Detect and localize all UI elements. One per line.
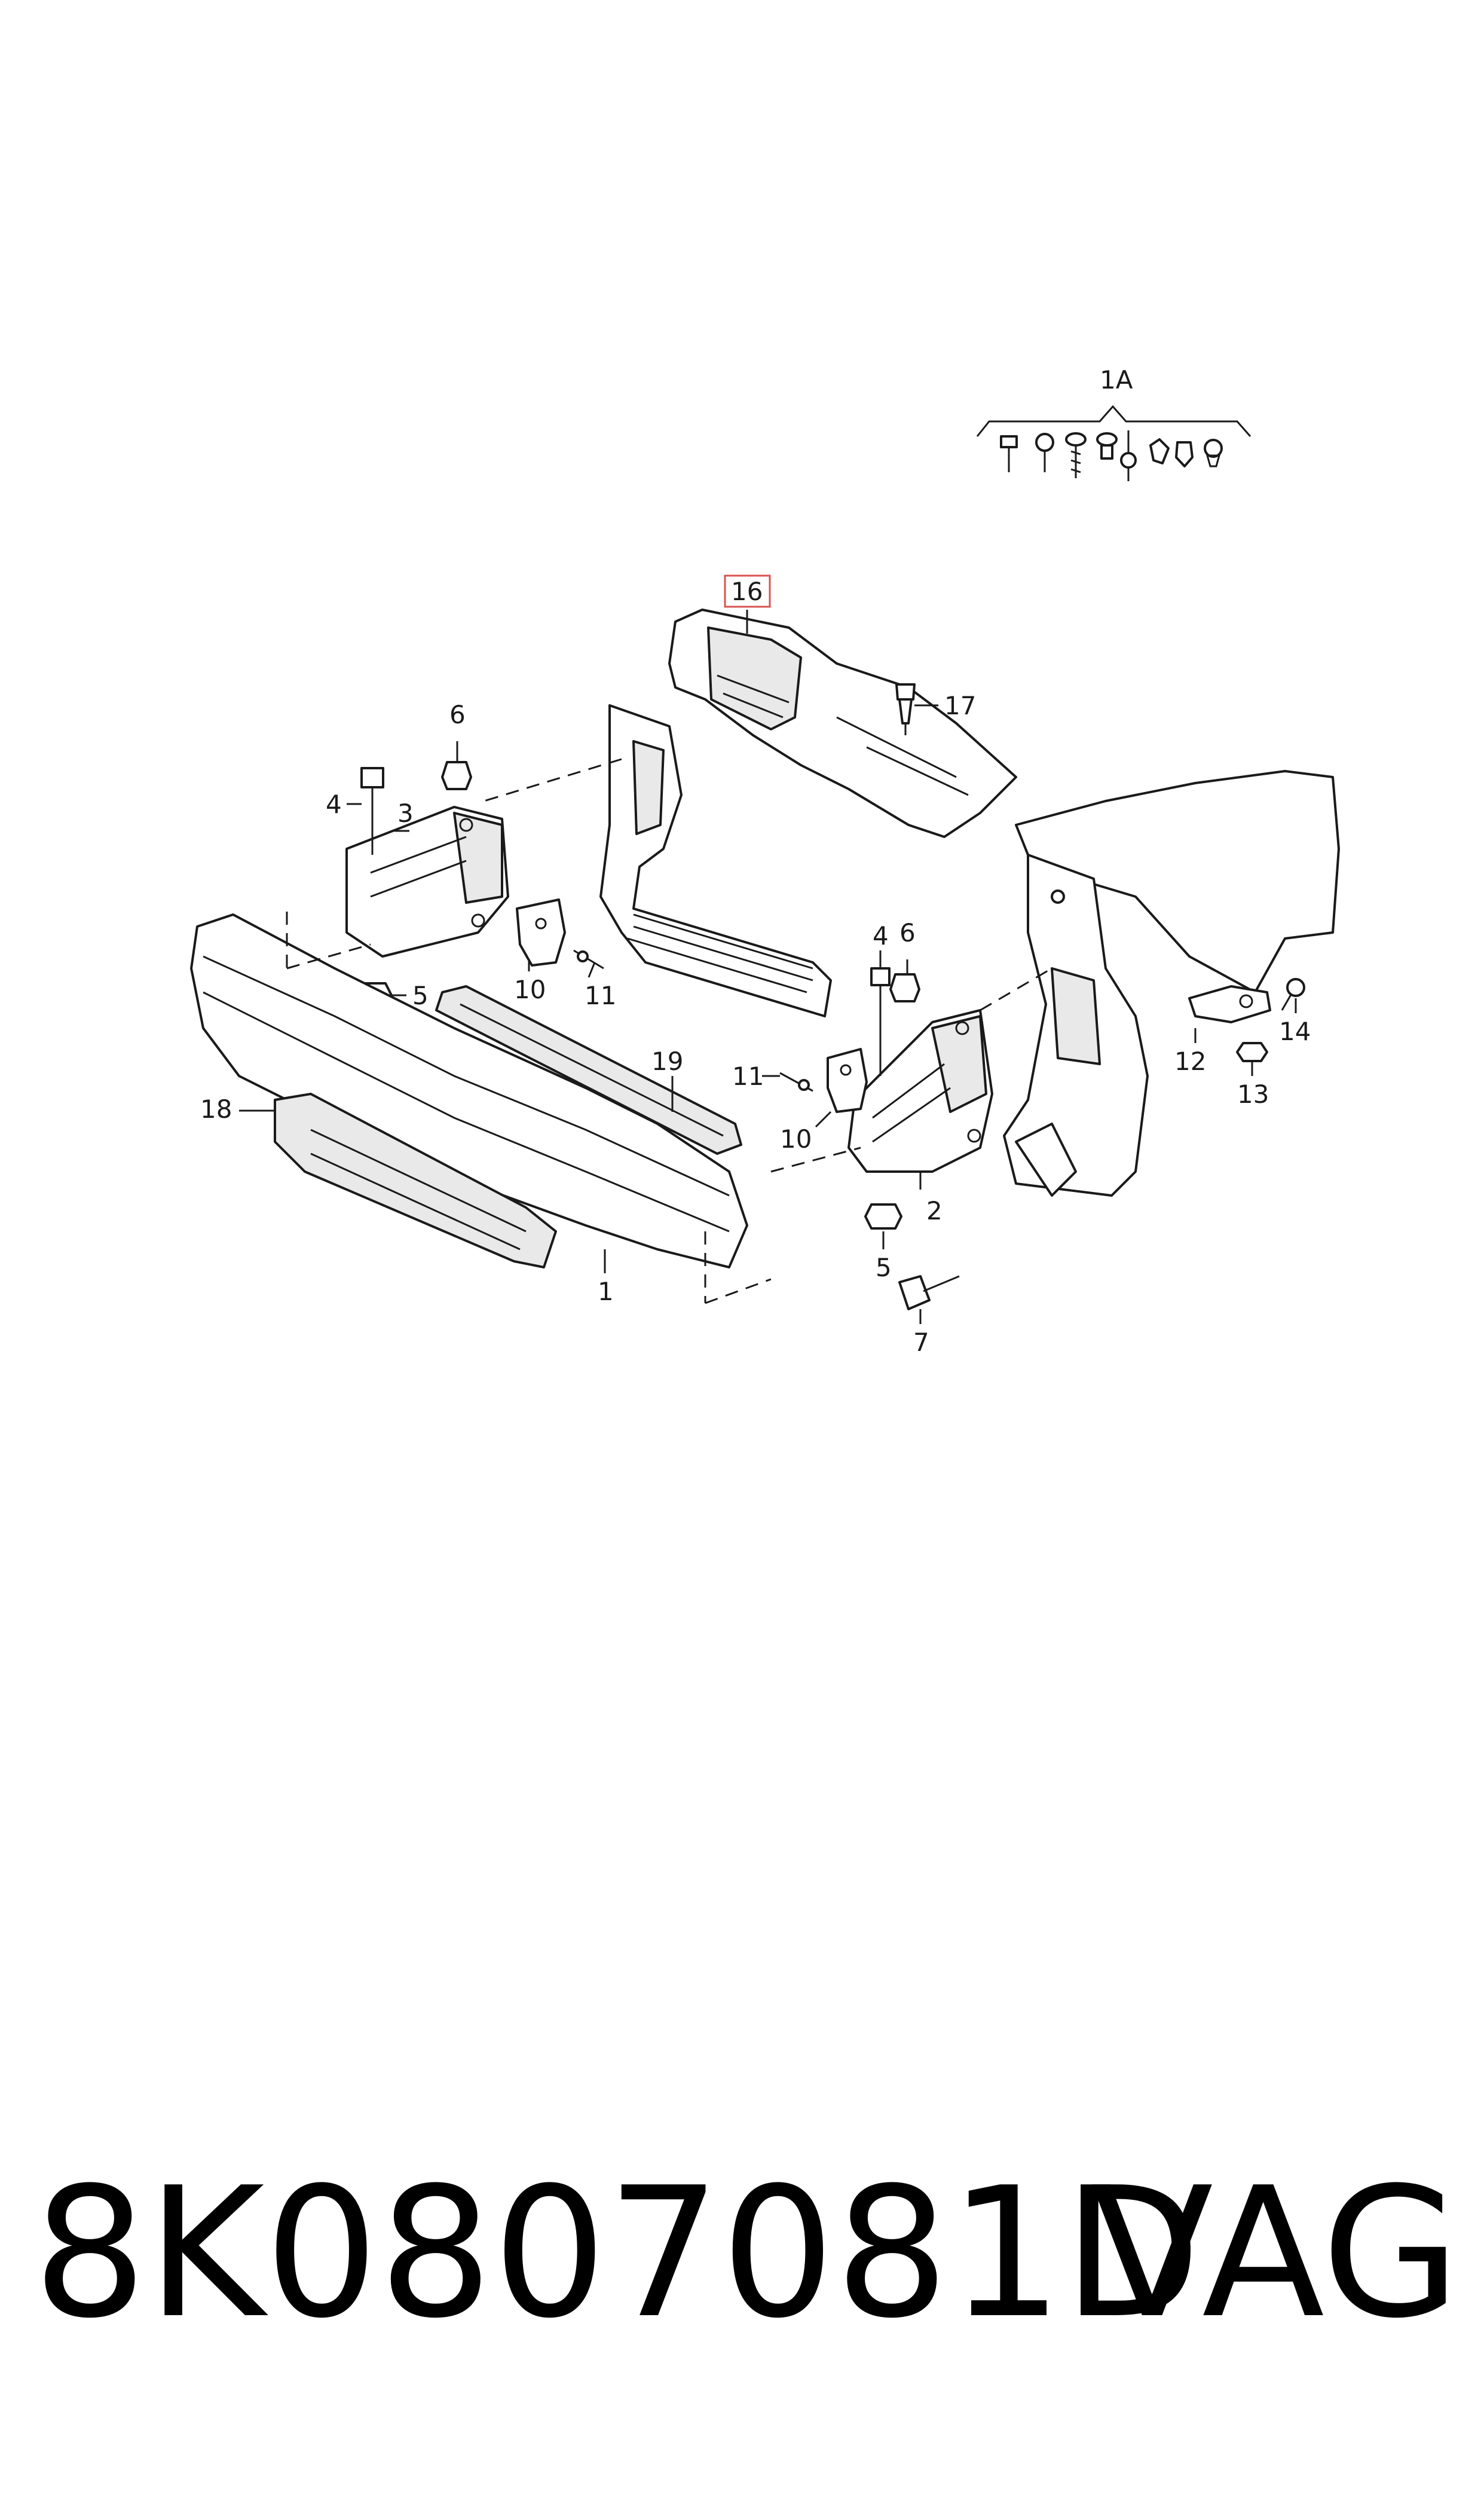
callout-19: 19 (651, 1047, 683, 1076)
callout-18: 18 (200, 1095, 232, 1124)
callout-16-highlight-box (724, 574, 771, 608)
callout-11-left: 11 (585, 981, 616, 1010)
part-6-nut-left (441, 761, 472, 790)
callout-1: 1 (598, 1277, 614, 1306)
leader-lines (239, 610, 1297, 1324)
part-number-label: 8K0807081D (33, 2149, 1201, 2358)
callout-6-right: 6 (899, 918, 916, 947)
part-11-pin-left (573, 949, 604, 970)
part-16-air-duct (668, 609, 1017, 838)
fastener-kit-1A (976, 405, 1252, 481)
part-7-bolt (898, 1275, 960, 1310)
callout-6-left: 6 (449, 700, 466, 729)
callout-1A: 1A (1100, 365, 1133, 395)
part-10-bracket-left (516, 898, 566, 967)
part-14-screw (1281, 978, 1305, 1011)
part-17-clip (895, 683, 916, 735)
part-11-pin-right (779, 1072, 813, 1092)
part-5-nut-right (864, 1203, 902, 1230)
callout-4-right: 4 (873, 921, 889, 950)
callout-13: 13 (1237, 1080, 1269, 1109)
part-4-bolt-right (870, 967, 891, 1076)
callout-4-left: 4 (326, 790, 342, 819)
part-10-bracket-right (827, 1048, 868, 1113)
callout-2: 2 (926, 1196, 943, 1225)
callout-3: 3 (397, 799, 414, 828)
part-12-bracket (1188, 985, 1271, 1023)
callout-labels: 1A 16 17 6 4 3 5 10 11 19 18 1 6 4 11 10… (200, 365, 1311, 1357)
fender-apron-right (1003, 770, 1340, 1197)
callout-12: 12 (1174, 1047, 1206, 1076)
callout-11-right: 11 (732, 1062, 764, 1091)
part-19-absorber-strip (435, 985, 742, 1155)
callout-10-left: 10 (514, 975, 546, 1004)
callout-5-right: 5 (876, 1253, 892, 1282)
part-3-deformation-element-left (345, 806, 509, 958)
brand-label: VAG (1091, 2149, 1461, 2358)
part-2-deformation-element-right (847, 1009, 993, 1173)
part-6-nut-right (889, 973, 920, 1002)
part-1-bumper-beam (190, 912, 772, 1304)
callout-10-right: 10 (780, 1124, 812, 1154)
lock-carrier-frame (484, 704, 832, 1017)
callout-7: 7 (913, 1328, 929, 1357)
alignment-lines (286, 943, 1052, 1173)
callout-17: 17 (944, 691, 976, 720)
part-4-bolt-left (360, 767, 384, 855)
callout-14: 14 (1279, 1017, 1311, 1046)
callout-5-left: 5 (412, 981, 429, 1010)
part-13-nut (1236, 1042, 1268, 1062)
callout-16: 16 (731, 577, 763, 606)
part-18-absorber-block (274, 1093, 557, 1268)
